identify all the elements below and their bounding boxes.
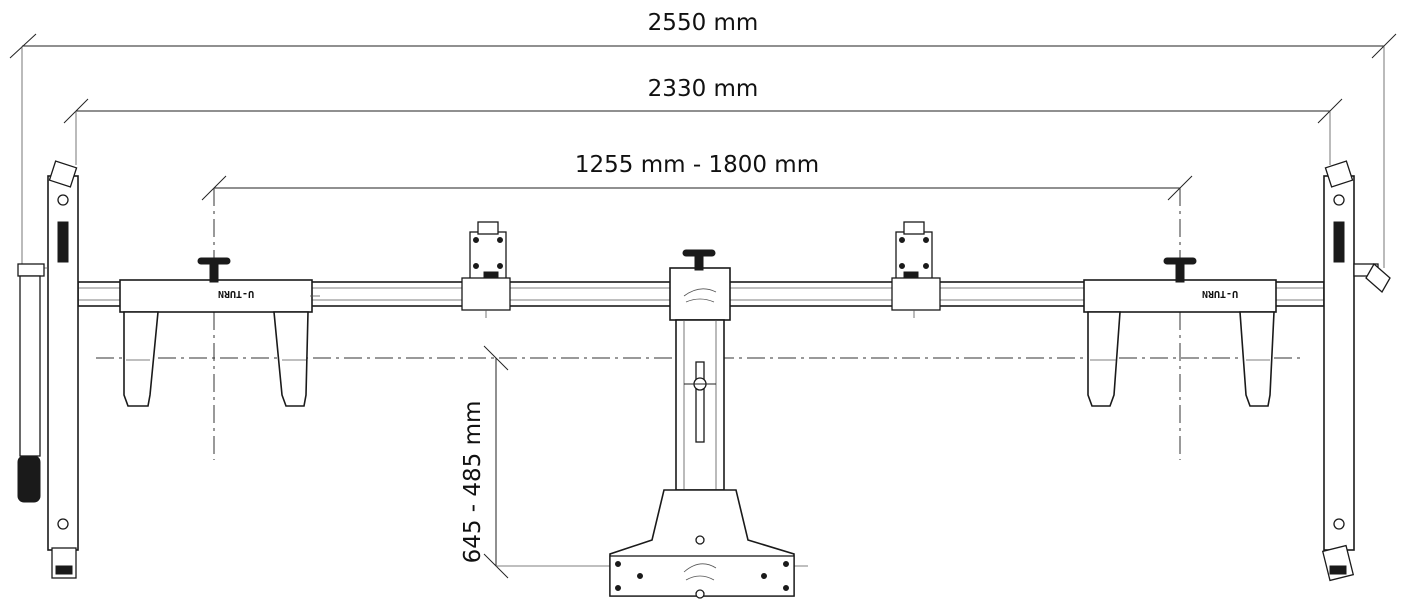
right-wheel-holder: U-TURN <box>1083 257 1277 407</box>
overall-width-label: 2550 mm <box>648 10 759 36</box>
left-wheel-holder: U-TURN <box>119 257 320 407</box>
dimension-inner: 2330 mm <box>63 76 1343 165</box>
dimension-height: 645 - 485 mm <box>460 345 808 579</box>
mast-base <box>609 489 795 599</box>
right-brand-text: U-TURN <box>1202 288 1238 299</box>
right-upright <box>1321 160 1355 582</box>
dimension-overall: 2550 mm <box>9 10 1397 268</box>
right-tension-knob <box>1353 262 1391 294</box>
central-mast <box>669 249 731 491</box>
left-brand-text: U-TURN <box>218 288 254 299</box>
left-upright <box>30 160 79 579</box>
left-clamp-bracket <box>461 221 511 318</box>
adjustable-range-label: 1255 mm - 1800 mm <box>575 152 819 178</box>
height-range-label: 645 - 485 mm <box>460 401 486 564</box>
inner-width-label: 2330 mm <box>648 76 759 102</box>
dimension-adjustable: 1255 mm - 1800 mm <box>201 152 1193 201</box>
right-clamp-bracket <box>891 221 941 318</box>
left-tension-rod <box>17 263 45 503</box>
